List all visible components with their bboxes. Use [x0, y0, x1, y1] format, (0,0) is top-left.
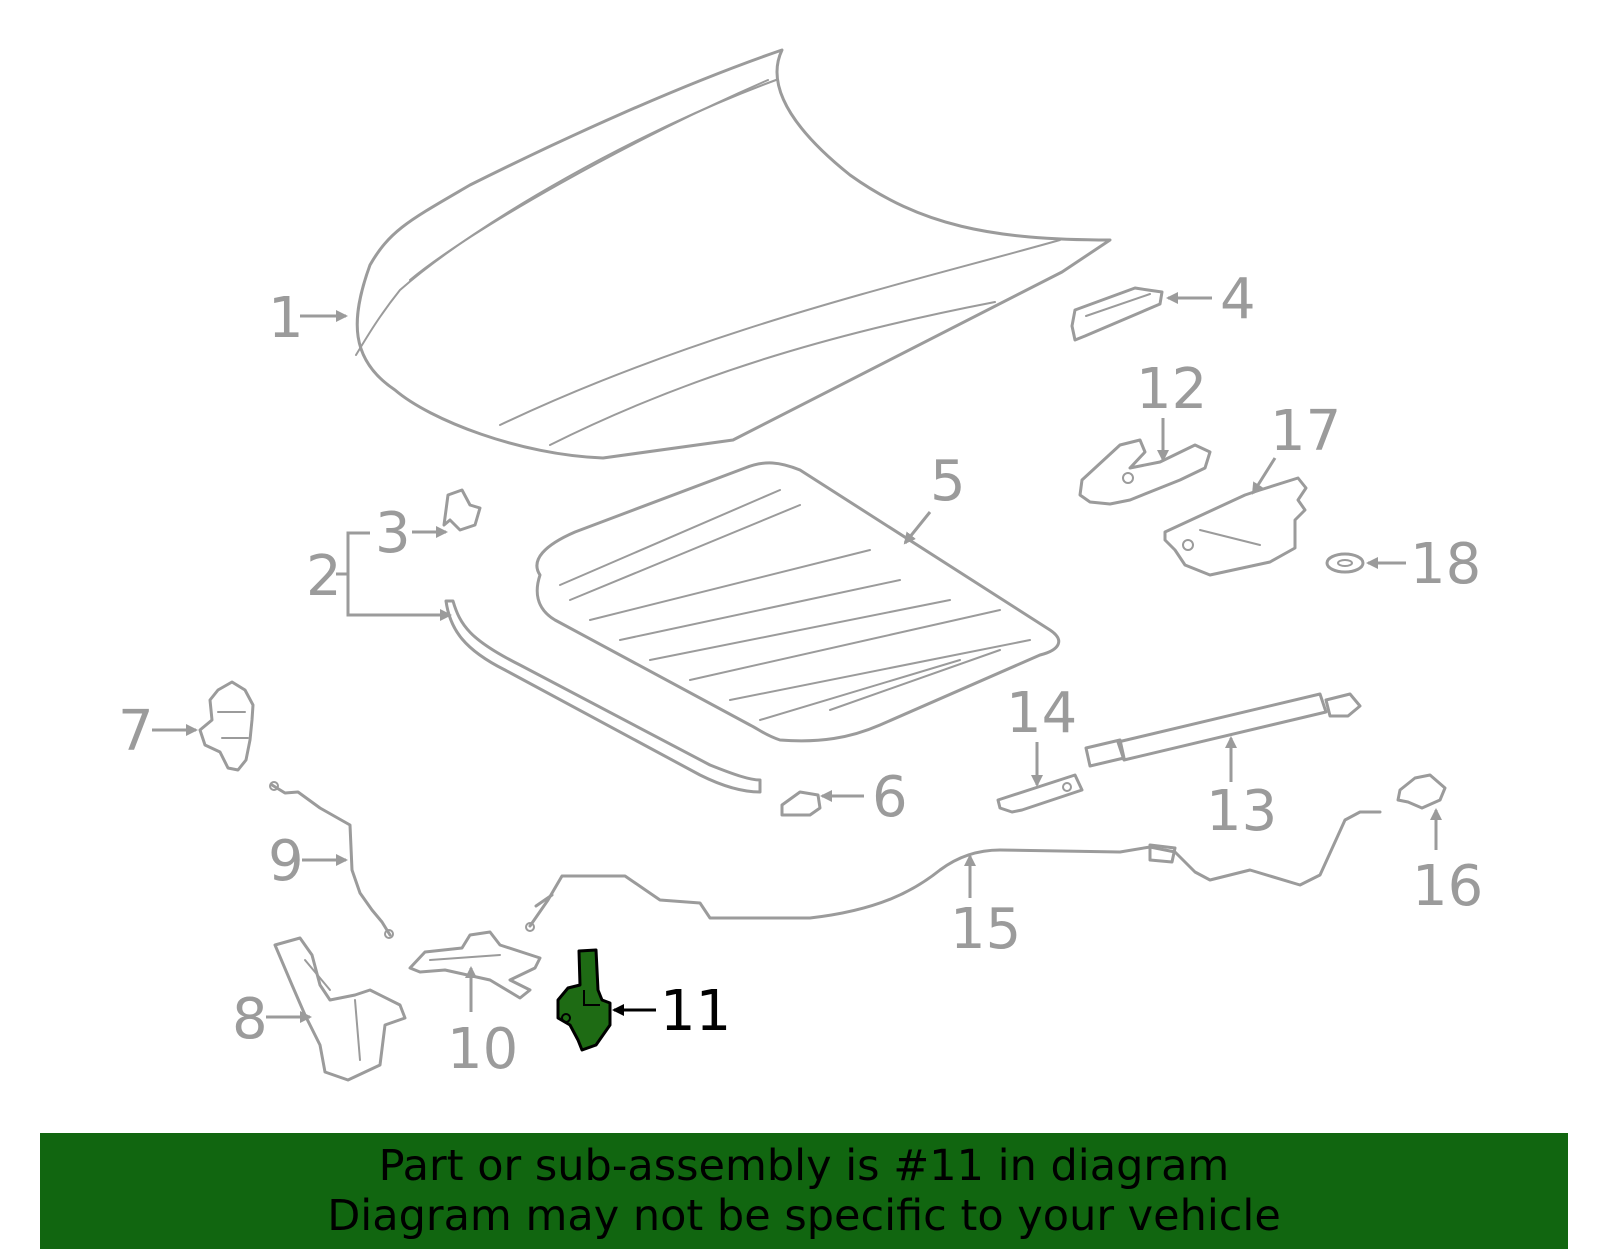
callout-5: 5 [903, 449, 966, 545]
callout-2: 2 [306, 531, 452, 621]
callout-1: 1 [268, 286, 348, 351]
svg-text:18: 18 [1410, 532, 1481, 597]
svg-text:6: 6 [872, 765, 908, 830]
callout-3: 3 [375, 501, 448, 566]
svg-text:4: 4 [1220, 267, 1256, 332]
release-cable-part [525, 810, 1382, 932]
support-strut-part [1084, 692, 1362, 768]
clip-part-6 [780, 790, 822, 817]
svg-text:8: 8 [232, 987, 268, 1052]
callout-9: 9 [268, 829, 348, 894]
strut-bracket-part [996, 773, 1084, 814]
callout-8: 8 [232, 987, 312, 1052]
info-banner: Part or sub-assembly is #11 in diagram D… [40, 1133, 1568, 1249]
svg-text:5: 5 [930, 449, 966, 514]
callout-18: 18 [1366, 532, 1481, 597]
hood-insulator-part [535, 461, 1061, 743]
hood-seal-part [444, 599, 762, 794]
callout-4: 4 [1166, 267, 1256, 332]
callout-7: 7 [118, 699, 198, 764]
callout-17: 17 [1251, 399, 1341, 495]
banner-line-2: Diagram may not be specific to your vehi… [327, 1191, 1281, 1241]
svg-text:7: 7 [118, 699, 154, 764]
callout-15: 15 [950, 854, 1021, 962]
svg-text:14: 14 [1006, 681, 1077, 746]
svg-text:11: 11 [660, 979, 731, 1044]
callout-13: 13 [1206, 736, 1277, 844]
svg-text:10: 10 [447, 1017, 518, 1082]
svg-text:12: 12 [1136, 357, 1207, 422]
highlighted-part-11 [556, 948, 612, 1052]
svg-text:1: 1 [268, 286, 304, 351]
callout-14: 14 [1006, 681, 1077, 787]
svg-text:16: 16 [1412, 854, 1483, 919]
callout-12: 12 [1136, 357, 1207, 462]
svg-text:15: 15 [950, 897, 1021, 962]
svg-text:2: 2 [306, 544, 342, 609]
washer-part [1325, 552, 1365, 574]
clip-part-3 [442, 488, 482, 532]
callout-6: 6 [820, 765, 908, 830]
hood-stop-part [1070, 286, 1164, 342]
callout-16: 16 [1412, 808, 1483, 919]
release-handle-part [408, 930, 542, 1000]
banner-line-1: Part or sub-assembly is #11 in diagram [378, 1141, 1230, 1191]
latch-cable-part [269, 781, 394, 939]
svg-text:17: 17 [1270, 399, 1341, 464]
banner-background [40, 1133, 1568, 1249]
svg-text:13: 13 [1206, 779, 1277, 844]
svg-text:3: 3 [375, 501, 411, 566]
hood-part [355, 48, 1112, 460]
clip-part-16 [1396, 773, 1447, 810]
callout-10: 10 [447, 966, 518, 1082]
latch-bracket-part [273, 936, 407, 1082]
hood-hinge-part-12 [1078, 438, 1212, 506]
hood-hinge-part-17 [1163, 476, 1308, 577]
svg-text:9: 9 [268, 829, 304, 894]
hood-latch-part [198, 680, 255, 772]
callout-11: 11 [612, 979, 731, 1044]
